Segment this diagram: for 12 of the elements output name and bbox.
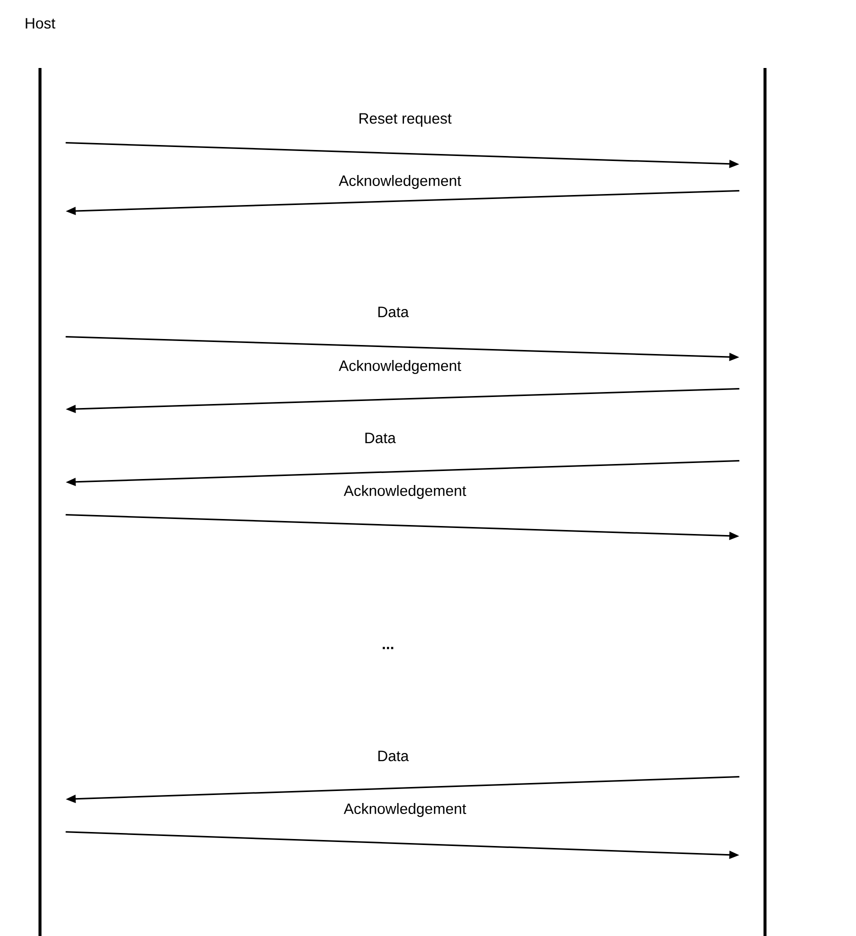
edge-label: Acknowledgement (338, 175, 462, 189)
edge-label: Reset request (360, 113, 452, 127)
lifeline (764, 68, 766, 936)
ellipsis-label: ... (382, 646, 394, 650)
edge-label: Data (365, 432, 396, 444)
node-label: Host (26, 18, 56, 29)
edge-label: Data (378, 306, 409, 318)
lifeline: Host (26, 18, 56, 936)
edge-label: Acknowledgement (344, 485, 466, 499)
edge-label: Acknowledgement (338, 360, 462, 374)
edge-label: Data (378, 750, 409, 762)
edge-label: Acknowledgement (344, 803, 466, 817)
